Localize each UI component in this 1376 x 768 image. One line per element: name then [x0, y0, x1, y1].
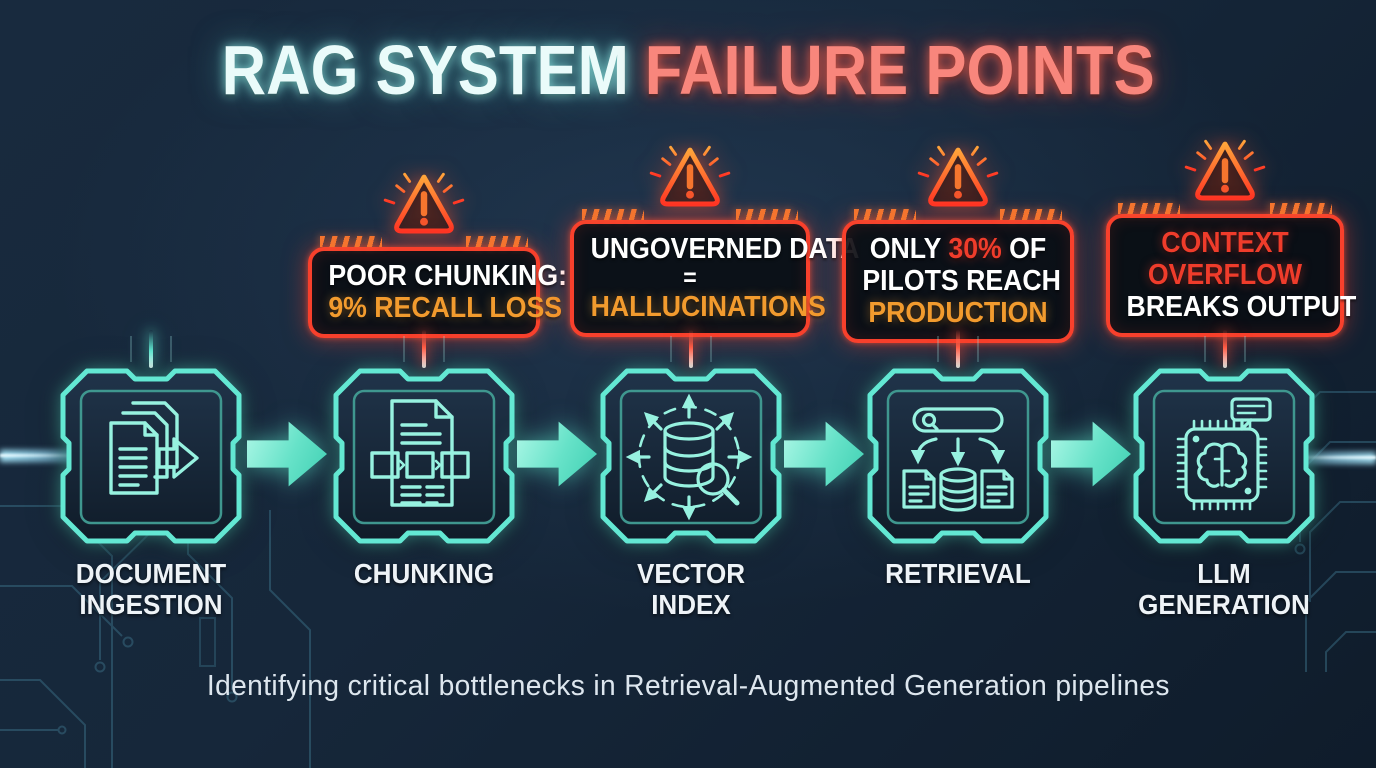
chip-brain-icon	[1176, 397, 1272, 511]
title-right: FAILURE POINTS	[644, 31, 1155, 109]
warning-line: 9% RECALL LOSS	[328, 292, 563, 324]
hash-marks-icon	[1000, 209, 1062, 220]
search-fanout-icon	[902, 407, 1014, 512]
warning-callout-llm-generation: CONTEXT OVERFLOW BREAKS OUTPUT	[1106, 130, 1357, 337]
title-left: RAG SYSTEM	[221, 31, 629, 109]
beam-llm-generation	[1204, 330, 1246, 368]
beam-document-ingestion	[130, 330, 172, 368]
stage-chip-vector-index	[597, 364, 785, 548]
warning-callout-chunking: POOR CHUNKING: 9% RECALL LOSS	[308, 163, 567, 338]
warning-line: ONLY 30% OF	[869, 233, 1047, 265]
hash-marks-icon	[854, 209, 916, 220]
warning-box: POOR CHUNKING: 9% RECALL LOSS	[308, 236, 567, 338]
beam-chunking	[403, 330, 445, 368]
warning-line: PILOTS REACH	[862, 265, 1061, 297]
warning-triangle-icon	[378, 163, 470, 243]
stage-label-chunking: CHUNKING	[353, 558, 495, 589]
warning-callout-vector-index: UNGOVERNED DATA = HALLUCINATIONS	[570, 136, 860, 337]
hash-marks-icon	[320, 236, 382, 247]
warning-line: OVERFLOW	[1147, 259, 1303, 291]
hash-marks-icon	[582, 209, 644, 220]
warning-triangle-icon	[912, 136, 1004, 216]
warning-line: UNGOVERNED DATA	[590, 233, 860, 265]
hash-marks-icon	[1270, 203, 1332, 214]
beam-retrieval	[937, 330, 979, 368]
flow-arrow	[517, 418, 597, 490]
flow-arrow	[247, 418, 327, 490]
warning-line: POOR CHUNKING:	[328, 260, 567, 292]
document-chunks-icon	[370, 399, 470, 507]
vector-database-icon	[625, 393, 753, 521]
stage-chip-retrieval	[864, 364, 1052, 548]
warning-box: CONTEXT OVERFLOW BREAKS OUTPUT	[1106, 203, 1357, 337]
documents-export-icon	[109, 401, 199, 495]
stage-label-retrieval: RETRIEVAL	[885, 558, 1031, 589]
warning-box: UNGOVERNED DATA = HALLUCINATIONS	[570, 209, 860, 337]
stage-chip-llm-generation	[1130, 364, 1318, 548]
warning-triangle-icon	[1179, 130, 1271, 210]
warning-line: PRODUCTION	[868, 297, 1048, 329]
hash-marks-icon	[736, 209, 798, 220]
warning-line: HALLUCINATIONS	[590, 291, 826, 323]
flow-arrow	[1051, 418, 1131, 490]
stage-chip-document-ingestion	[57, 364, 245, 548]
caption: Identifying critical bottlenecks in Retr…	[206, 670, 1170, 702]
flow-arrow	[784, 418, 864, 490]
warning-line: BREAKS OUTPUT	[1126, 291, 1357, 323]
hash-marks-icon	[1118, 203, 1180, 214]
hash-marks-icon	[466, 236, 528, 247]
warning-line: CONTEXT	[1161, 227, 1289, 259]
beam-vector-index	[670, 330, 712, 368]
warning-triangle-icon	[644, 136, 736, 216]
warning-box: ONLY 30% OF PILOTS REACH PRODUCTION	[842, 209, 1074, 343]
warning-line: =	[683, 264, 697, 292]
stage-chip-chunking	[330, 364, 518, 548]
warning-callout-retrieval: ONLY 30% OF PILOTS REACH PRODUCTION	[842, 136, 1074, 343]
